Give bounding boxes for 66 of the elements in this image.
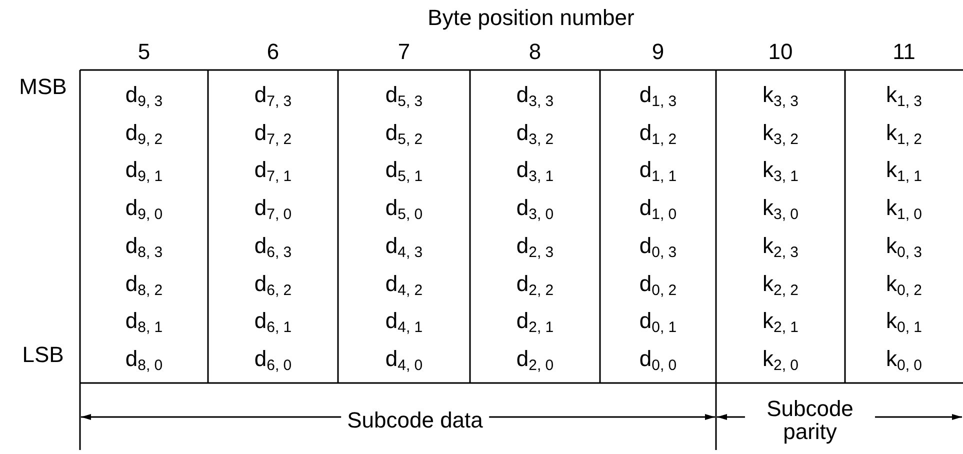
bit-label: d$_{9, 3}$ [125, 84, 163, 106]
bit-label: d$_{2, 2}$ [516, 272, 554, 294]
bit-label: k$_{1, 1}$ [886, 159, 922, 182]
column-number: 6 [266, 41, 280, 63]
axis-title: Byte position number [428, 7, 634, 29]
bit-label: d$_{5, 2}$ [385, 122, 423, 144]
bit-label: k$_{1, 0}$ [886, 197, 922, 220]
bit-label: k$_{3, 3}$ [762, 84, 799, 106]
bit-label: k$_{1, 3}$ [886, 84, 922, 106]
bit-label: k$_{3, 2}$ [762, 122, 799, 144]
bit-label: d$_{3, 2}$ [516, 122, 554, 144]
column-number: 10 [768, 41, 793, 63]
bit-label: d$_{3, 0}$ [516, 197, 554, 220]
bit-label: d$_{9, 2}$ [125, 122, 163, 144]
bit-label: d$_{6, 2}$ [254, 272, 292, 294]
bit-label: k$_{0, 2}$ [886, 272, 922, 294]
bit-label: k$_{3, 0}$ [762, 197, 799, 220]
bit-label: d$_{4, 0}$ [385, 348, 423, 370]
column-number: 11 [892, 41, 916, 63]
bit-label: d$_{6, 0}$ [254, 348, 292, 370]
bit-label: d$_{4, 1}$ [385, 310, 423, 332]
bit-label: k$_{3, 1}$ [762, 159, 799, 182]
bit-label: d$_{3, 1}$ [516, 159, 554, 182]
bit-label: d$_{8, 2}$ [125, 272, 163, 294]
bit-label: d$_{8, 0}$ [125, 348, 163, 370]
column-number: 5 [138, 41, 150, 63]
bit-label: d$_{5, 1}$ [385, 159, 423, 182]
bit-label: d$_{4, 3}$ [385, 234, 423, 257]
bit-label: k$_{0, 1}$ [886, 310, 922, 332]
bit-label: d$_{1, 2}$ [639, 122, 677, 144]
bit-label: d$_{7, 3}$ [254, 84, 292, 106]
bit-label: k$_{2, 2}$ [762, 272, 799, 294]
bit-label: d$_{0, 2}$ [639, 272, 677, 294]
bit-label: d$_{3, 3}$ [516, 84, 554, 106]
bit-label: d$_{0, 3}$ [639, 234, 677, 257]
bit-label: d$_{1, 1}$ [639, 159, 677, 182]
bit-label: k$_{1, 2}$ [886, 122, 922, 144]
bit-label: d$_{6, 1}$ [254, 310, 292, 332]
bit-label: d$_{8, 1}$ [125, 310, 163, 332]
column-number: 8 [528, 41, 542, 63]
column-number: 9 [652, 41, 664, 63]
column-number: 7 [398, 41, 410, 63]
bit-label: d$_{7, 1}$ [254, 159, 292, 182]
bit-label: k$_{2, 1}$ [762, 310, 799, 332]
bit-label: d$_{5, 3}$ [385, 84, 423, 106]
bit-label: d$_{7, 2}$ [254, 122, 292, 144]
bit-label: d$_{2, 1}$ [516, 310, 554, 332]
row-label: LSB [22, 344, 64, 366]
bit-label: d$_{7, 0}$ [254, 197, 292, 220]
bit-label: d$_{0, 0}$ [639, 348, 677, 370]
bit-label: d$_{1, 3}$ [639, 84, 677, 106]
bit-label: d$_{1, 0}$ [639, 197, 677, 220]
bit-label: d$_{4, 2}$ [385, 272, 423, 294]
bit-label: d$_{0, 1}$ [639, 310, 677, 332]
bit-label: k$_{0, 3}$ [886, 234, 922, 257]
bit-label: d$_{9, 1}$ [125, 159, 163, 182]
bit-label: k$_{0, 0}$ [886, 348, 922, 370]
bit-label: d$_{2, 0}$ [516, 348, 554, 370]
bit-label: d$_{6, 3}$ [254, 234, 292, 257]
bit-label: d$_{8, 3}$ [125, 234, 163, 257]
bit-label: k$_{2, 3}$ [762, 234, 799, 257]
bit-label: k$_{2, 0}$ [762, 348, 799, 370]
row-label: MSB [19, 76, 67, 98]
bit-label: d$_{5, 0}$ [385, 197, 423, 220]
bit-label: d$_{9, 0}$ [125, 197, 163, 220]
bit-label: d$_{2, 3}$ [516, 234, 554, 257]
